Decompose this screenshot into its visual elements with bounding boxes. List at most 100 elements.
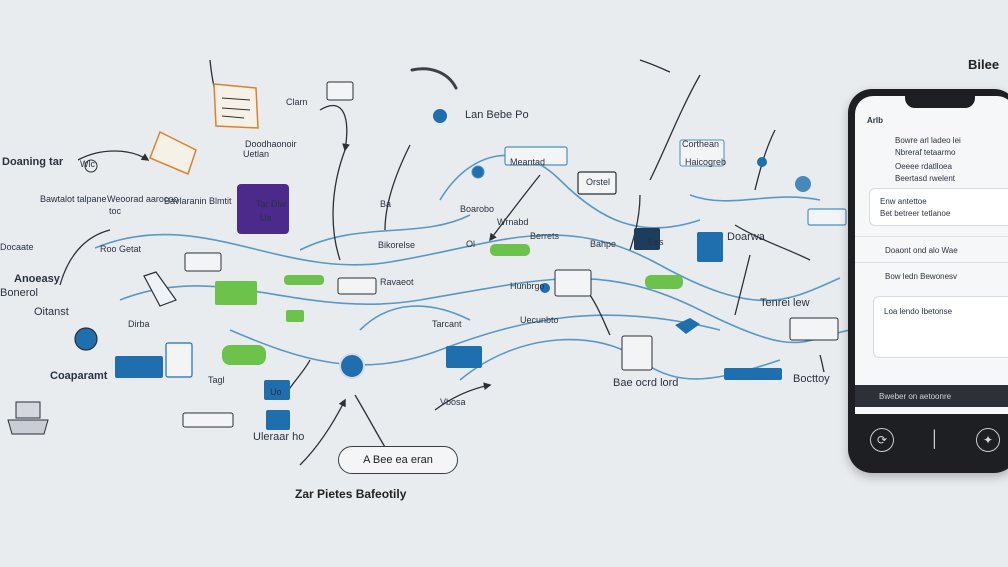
node-label: Tagl (208, 375, 225, 385)
node-blue (266, 410, 290, 430)
callout-bubble: A Bee ea eran (338, 446, 458, 474)
phone-row[interactable]: Doaont ond alo Wae (885, 246, 958, 255)
node-label: Roo Getat (100, 244, 142, 254)
node-green (215, 281, 257, 305)
small-node (433, 109, 447, 123)
flow-curve (439, 154, 701, 229)
refresh-icon[interactable]: ⟳ (870, 428, 894, 452)
folder-icon (149, 130, 197, 176)
node-label: Coaparamt (50, 370, 108, 382)
node-blue (724, 368, 782, 380)
node-navy (634, 228, 660, 250)
small-node (795, 176, 811, 192)
node-green (645, 275, 683, 289)
phone-row: Enw antettoe (880, 197, 927, 206)
node-label: Uleraar ho (253, 431, 305, 443)
node-outline (182, 412, 234, 428)
phone-row[interactable]: Beertasd rwelent (895, 174, 956, 183)
node-outline (789, 317, 839, 341)
node-label: Doaning tar (2, 156, 64, 168)
node-purple (237, 184, 289, 234)
corner-title: Bilee (968, 57, 1000, 72)
node-label: Wlc (80, 159, 95, 169)
bird-mark (675, 318, 700, 334)
phone-status-bar: Bweber on aetoonre (855, 385, 1008, 407)
phone-row[interactable]: Nbreraf tetaarmo (895, 148, 956, 157)
globe-node (74, 327, 98, 351)
phone-dock: ⟳ │ ✦ (855, 414, 1008, 466)
node-label: Ua (260, 213, 272, 223)
connector (59, 229, 111, 286)
flow-curve (359, 305, 471, 331)
node-label: Bae ocrd lord (613, 377, 679, 389)
phone-row[interactable]: Oeeee rdatlloea (895, 162, 952, 171)
node-label: Weoorad aarocoo (107, 194, 179, 204)
phone-card[interactable]: Loa lendo Ibetonse (873, 296, 1008, 358)
node-label: Hunbrgo (510, 281, 545, 291)
phone-row[interactable]: Bowre arl ladeo lei (895, 136, 961, 145)
node-label: Berrets (530, 231, 560, 241)
laptop-icon (7, 401, 49, 435)
node-label: Wrnabd (497, 217, 529, 227)
connector (319, 104, 350, 152)
phone-screen: Arlb Bowre arl ladeo lei Nbreraf tetaarm… (855, 96, 1008, 414)
small-node (540, 283, 550, 293)
node-label: Ba (380, 199, 392, 209)
connector (734, 224, 811, 261)
connector (649, 74, 701, 181)
node-label: Tarcant (432, 319, 462, 329)
node-label: Bocttoy (793, 373, 830, 385)
phone-card[interactable]: Enw antettoe Bet betreer tetlanoe (869, 188, 1008, 226)
connector (639, 59, 671, 73)
node-label: Eas (648, 237, 664, 247)
small-node (757, 157, 767, 167)
divider (855, 262, 1008, 263)
node-label: Oitanst (34, 306, 69, 318)
node-label: Tar Dlw (256, 199, 287, 209)
node-label: Bonerol (0, 287, 38, 299)
node-label: Meantad (510, 157, 546, 167)
node-green (222, 345, 266, 365)
phone-row[interactable]: Bow ledn Bewonesv (885, 272, 958, 281)
node-label: Corthean (682, 139, 720, 149)
compass-icon[interactable]: ✦ (976, 428, 1000, 452)
connector (629, 194, 641, 251)
document-icon (213, 83, 259, 129)
connector (434, 382, 492, 411)
node-label: Tenrei lew (760, 297, 810, 309)
node-label: Doarwa (727, 231, 765, 243)
node-outline (165, 342, 193, 378)
phone-row: Bet betreer tetlanoe (880, 209, 951, 218)
node-outline (184, 252, 222, 272)
connector (299, 398, 346, 466)
small-node (84, 159, 98, 173)
divider (855, 236, 1008, 237)
flow-curve (689, 194, 821, 202)
connector (384, 144, 411, 231)
phone-notch (905, 96, 975, 108)
diagram-caption: Zar Pietes Bafeotily (295, 487, 407, 501)
node-outline (337, 277, 377, 295)
connector (489, 174, 541, 242)
node-label: Docaate (0, 242, 34, 252)
node-blue (264, 380, 290, 400)
connector (589, 294, 611, 336)
node-outline (577, 171, 617, 195)
tag-icon (143, 271, 177, 307)
connector (77, 150, 150, 161)
node-label: Boarobo (460, 204, 495, 214)
node-label: Haicogreb (685, 157, 727, 167)
node-outline (326, 81, 354, 101)
phone-row: Loa lendo Ibetonse (884, 307, 953, 316)
home-icon[interactable]: │ (930, 431, 940, 448)
node-label: Lan Bebe Po (465, 109, 529, 121)
connector (332, 149, 346, 261)
connector (819, 354, 825, 373)
node-green (284, 275, 324, 285)
node-label: Ravaeot (380, 277, 414, 287)
node-label: Bahpe (590, 239, 617, 249)
node-label: Orstel (586, 177, 611, 187)
node-label: Uo (270, 387, 282, 397)
